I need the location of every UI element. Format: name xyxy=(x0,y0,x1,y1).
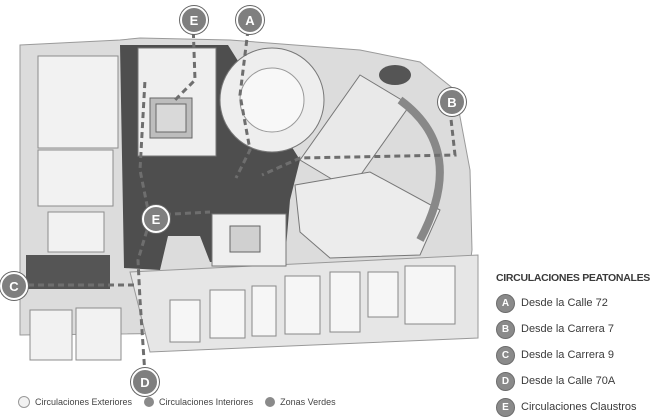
route-d-badge: D xyxy=(496,371,515,391)
legend-route-b: B Desde la Carrera 7 xyxy=(496,316,654,342)
route-c-label: Desde la Carrera 9 xyxy=(521,349,614,361)
green-label: Zonas Verdes xyxy=(280,397,336,407)
marker-a: A xyxy=(236,6,264,34)
south-buildings xyxy=(169,265,456,343)
marker-c: C xyxy=(0,272,28,300)
legend-title: CIRCULACIONES PEATONALES xyxy=(496,272,651,284)
legend-route-a: A Desde la Calle 72 xyxy=(496,290,654,316)
zone-legend-interior: Circulaciones Interiores xyxy=(144,397,253,407)
route-a-label: Desde la Calle 72 xyxy=(521,297,608,309)
legend-route-e: E Circulaciones Claustros xyxy=(496,394,654,420)
route-c-badge: C xyxy=(496,345,515,365)
green-zones xyxy=(26,65,411,289)
east-arc xyxy=(397,96,444,242)
route-b-badge: B xyxy=(496,319,515,339)
east-wing xyxy=(294,171,441,259)
route-a-badge: A xyxy=(496,293,515,313)
routes-legend: CIRCULACIONES PEATONALES A Desde la Call… xyxy=(496,272,654,420)
route-d-label: Desde la Calle 70A xyxy=(521,375,616,387)
interior-swatch xyxy=(144,397,155,407)
route-e-mid xyxy=(154,210,211,217)
zone-legend-exterior: Circulaciones Exteriores xyxy=(18,396,132,408)
route-d xyxy=(136,79,152,376)
route-a xyxy=(234,29,252,179)
route-b-label: Desde la Carrera 7 xyxy=(521,323,614,335)
green-swatch xyxy=(265,397,276,407)
route-e-label: Circulaciones Claustros xyxy=(521,401,637,413)
zone-legend-green: Zonas Verdes xyxy=(265,397,336,407)
route-b xyxy=(261,109,457,177)
zone-legend: Circulaciones Exteriores Circulaciones I… xyxy=(18,396,348,408)
exterior-label: Circulaciones Exteriores xyxy=(35,397,133,407)
marker-e-top: E xyxy=(180,6,208,34)
route-lines xyxy=(18,21,457,376)
legend-route-c: C Desde la Carrera 9 xyxy=(496,342,654,368)
legend-route-d: D Desde la Calle 70A xyxy=(496,368,654,394)
route-e-badge: E xyxy=(496,397,515,417)
marker-e-mid: E xyxy=(142,205,170,233)
marker-b: B xyxy=(438,88,466,116)
exterior-swatch xyxy=(18,396,30,408)
west-buildings xyxy=(29,55,122,361)
interior-label: Circulaciones Interiores xyxy=(159,397,254,407)
marker-d: D xyxy=(131,368,159,396)
